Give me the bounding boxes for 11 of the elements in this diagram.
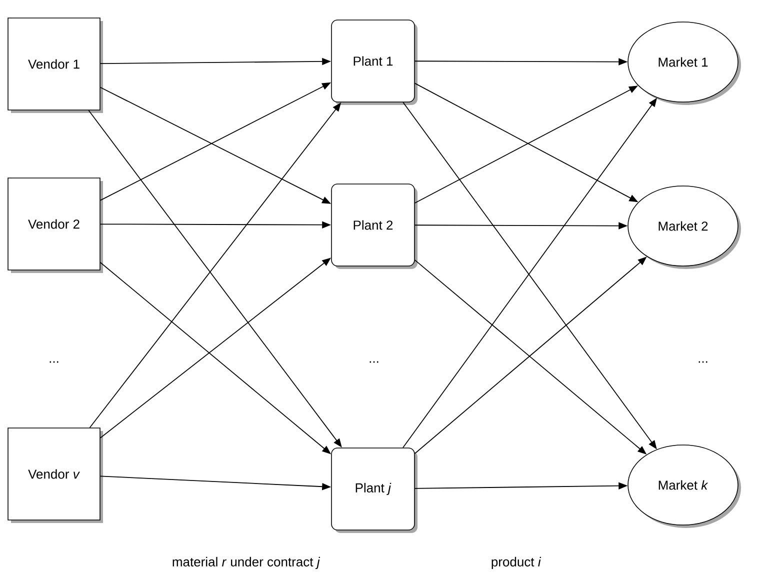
axis-caption: material r under contract j [172,556,320,570]
vendor-box: Vendor v [8,428,103,523]
ellipsis: ... [50,361,58,363]
axis-caption: product i [492,556,542,570]
ellipsis: ... [370,361,378,363]
plant-box: Plant 1 [331,20,418,105]
vendor-box: Vendor 1 [8,18,103,113]
ellipsis: ... [698,361,708,363]
vendor-box: Vendor 2 [8,178,103,273]
plant-box: Plant j [331,448,418,533]
plant-box: Plant 2 [331,184,418,269]
